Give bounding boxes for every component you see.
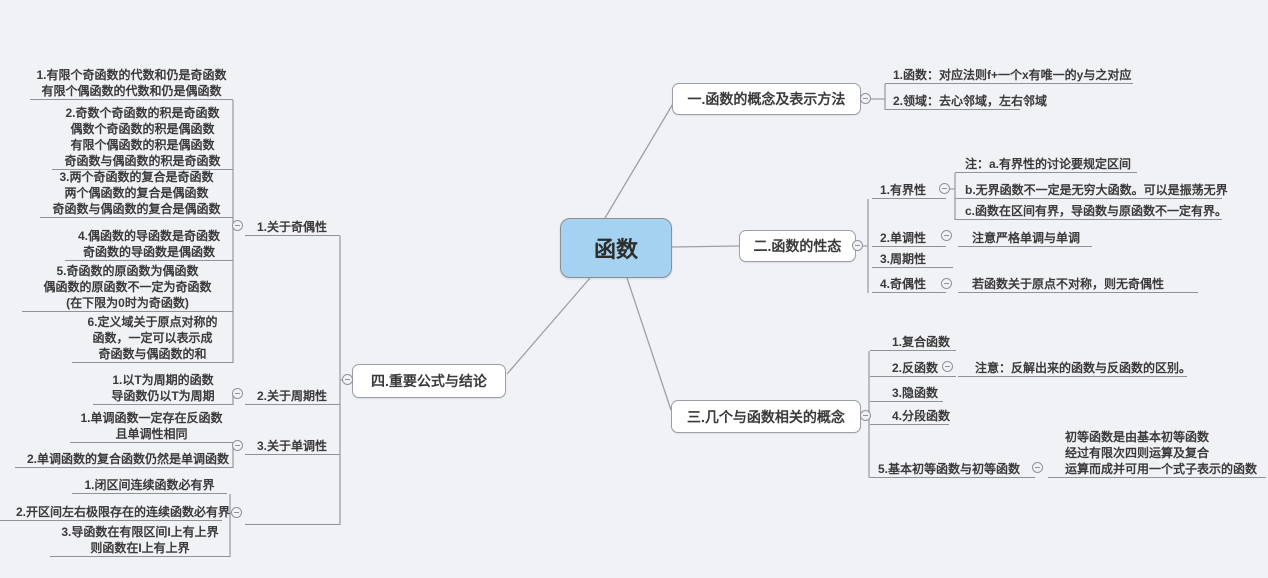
rule-parity-3[interactable]: 3.两个奇函数的复合是奇函数 两个偶函数的复合是偶函数 奇函数与偶函数的复合是偶…: [40, 169, 233, 218]
note-elementary-functions[interactable]: 初等函数是由基本初等函数 经过有限次四则运算及复合 运算而成并可用一个式子表示的…: [1048, 429, 1266, 478]
note-inverse-function[interactable]: 注意：反解出来的函数与反函数的区别。: [958, 360, 1191, 377]
topic-function-definition[interactable]: 1.函数：对应法则f+一个x有唯一的y与之对应: [885, 67, 1133, 84]
topic-elementary-functions[interactable]: 5.基本初等函数与初等函数: [870, 461, 1035, 478]
note-parity[interactable]: 若函数关于原点不对称，则无奇偶性: [958, 276, 1198, 293]
topic-monotonicity[interactable]: 2.单调性: [872, 230, 946, 247]
rule-boundedness-1[interactable]: 1.闭区间连续函数必有界: [72, 477, 227, 494]
topic-about-boundedness[interactable]: [245, 508, 340, 525]
collapse-icon[interactable]: [232, 440, 243, 451]
main-topic-2[interactable]: 二.函数的性态: [739, 230, 856, 262]
collapse-icon[interactable]: [860, 93, 871, 104]
rule-parity-5[interactable]: 5.奇函数的原函数为偶函数 偶函数的原函数不一定为奇函数 (在下限为0时为奇函数…: [22, 263, 233, 312]
topic-piecewise-function[interactable]: 4.分段函数: [870, 408, 950, 425]
collapse-icon[interactable]: [942, 361, 953, 372]
topic-composite-function[interactable]: 1.复合函数: [870, 334, 956, 351]
note-boundedness-a[interactable]: 注：a.有界性的讨论要规定区间: [955, 156, 1137, 173]
collapse-icon[interactable]: [342, 374, 353, 385]
collapse-icon[interactable]: [860, 410, 871, 421]
note-boundedness-c[interactable]: c.函数在区间有界，导函数与原函数不一定有界。: [955, 203, 1227, 220]
collapse-icon[interactable]: [232, 388, 243, 399]
collapse-icon[interactable]: [1032, 462, 1043, 473]
rule-parity-6[interactable]: 6.定义域关于原点对称的 函数，一定可以表示成 奇函数与偶函数的和: [72, 314, 233, 363]
rule-parity-1[interactable]: 1.有限个奇函数的代数和仍是奇函数 有限个偶函数的代数和仍是偶函数: [30, 67, 233, 100]
main-topic-4[interactable]: 四.重要公式与结论: [352, 364, 506, 398]
topic-about-monotonicity[interactable]: 3.关于单调性: [245, 438, 340, 455]
rule-monotonicity-2[interactable]: 2.单调函数的复合函数仍然是单调函数: [15, 451, 233, 468]
rule-parity-2[interactable]: 2.奇数个奇函数的积是奇函数 偶数个奇函数的积是偶函数 有限个偶函数的积是偶函数…: [52, 105, 233, 170]
main-topic-1[interactable]: 一.函数的概念及表示方法: [672, 83, 861, 115]
rule-boundedness-3[interactable]: 3.导函数在有限区间I上有上界 则函数在I上有上界: [50, 524, 230, 557]
rule-periodicity-1[interactable]: 1.以T为周期的函数 导函数仍以T为周期: [93, 372, 233, 405]
collapse-icon[interactable]: [941, 278, 952, 289]
topic-parity[interactable]: 4.奇偶性: [872, 276, 946, 293]
topic-neighborhood[interactable]: 2.领域：去心邻域，左右邻域: [885, 93, 1047, 110]
topic-about-periodicity[interactable]: 2.关于周期性: [245, 388, 340, 405]
topic-about-parity[interactable]: 1.关于奇偶性: [245, 219, 340, 236]
topic-boundedness[interactable]: 1.有界性: [872, 182, 946, 199]
collapse-icon[interactable]: [941, 230, 952, 241]
rule-parity-4[interactable]: 4.偶函数的导函数是奇函数 奇函数的导函数是偶函数: [65, 228, 233, 261]
topic-periodicity[interactable]: 3.周期性: [872, 251, 953, 268]
note-boundedness-b[interactable]: b.无界函数不一定是无穷大函数。可以是振荡无界: [955, 182, 1228, 199]
topic-inverse-function[interactable]: 2.反函数: [870, 360, 956, 377]
note-monotonicity[interactable]: 注意严格单调与单调: [958, 230, 1092, 247]
rule-boundedness-2[interactable]: 2.开区间左右极限存在的连续函数必有界: [0, 504, 230, 521]
collapse-icon[interactable]: [231, 507, 242, 518]
topic-implicit-function[interactable]: 3.隐函数: [870, 385, 943, 402]
main-topic-3[interactable]: 三.几个与函数相关的概念: [671, 400, 861, 433]
collapse-icon[interactable]: [939, 183, 950, 194]
collapse-icon[interactable]: [852, 240, 863, 251]
collapse-icon[interactable]: [232, 220, 243, 231]
central-topic[interactable]: 函数: [560, 218, 672, 278]
rule-monotonicity-1[interactable]: 1.单调函数一定存在反函数 且单调性相同: [70, 410, 233, 443]
